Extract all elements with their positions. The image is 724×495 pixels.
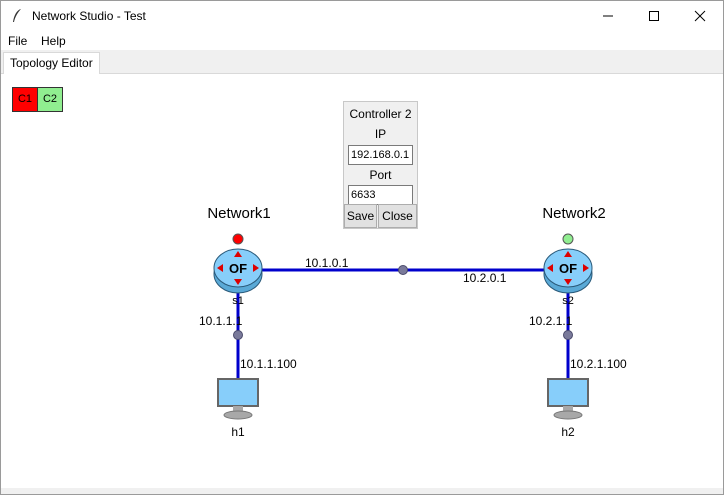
controller-c2-button[interactable]: C2 [37,87,63,112]
port-input[interactable]: 6633 [348,185,413,205]
save-button[interactable]: Save [344,204,377,228]
close-button[interactable]: Close [378,204,417,228]
maximize-button[interactable] [631,1,677,31]
menu-bar: File Help [1,32,723,50]
ip-label: IP [374,127,387,141]
tab-strip: Topology Editor [1,50,723,74]
window-title: Network Studio - Test [32,9,146,23]
port-label: Port [369,168,392,182]
menu-file[interactable]: File [8,34,28,48]
menu-help[interactable]: Help [41,34,66,48]
ip-input[interactable]: 192.168.0.1 [348,145,413,165]
maximize-icon [649,11,659,21]
close-icon [694,10,706,22]
tab-topology-editor[interactable]: Topology Editor [3,52,100,74]
popup-title: Controller 2 [349,107,412,121]
minimize-button[interactable] [585,1,631,31]
minimize-icon [603,15,613,17]
controller-c1-button[interactable]: C1 [12,87,38,112]
bottom-border [1,488,723,494]
close-window-button[interactable] [677,1,723,31]
feather-icon [13,9,21,22]
title-bar: Network Studio - Test [1,1,723,31]
